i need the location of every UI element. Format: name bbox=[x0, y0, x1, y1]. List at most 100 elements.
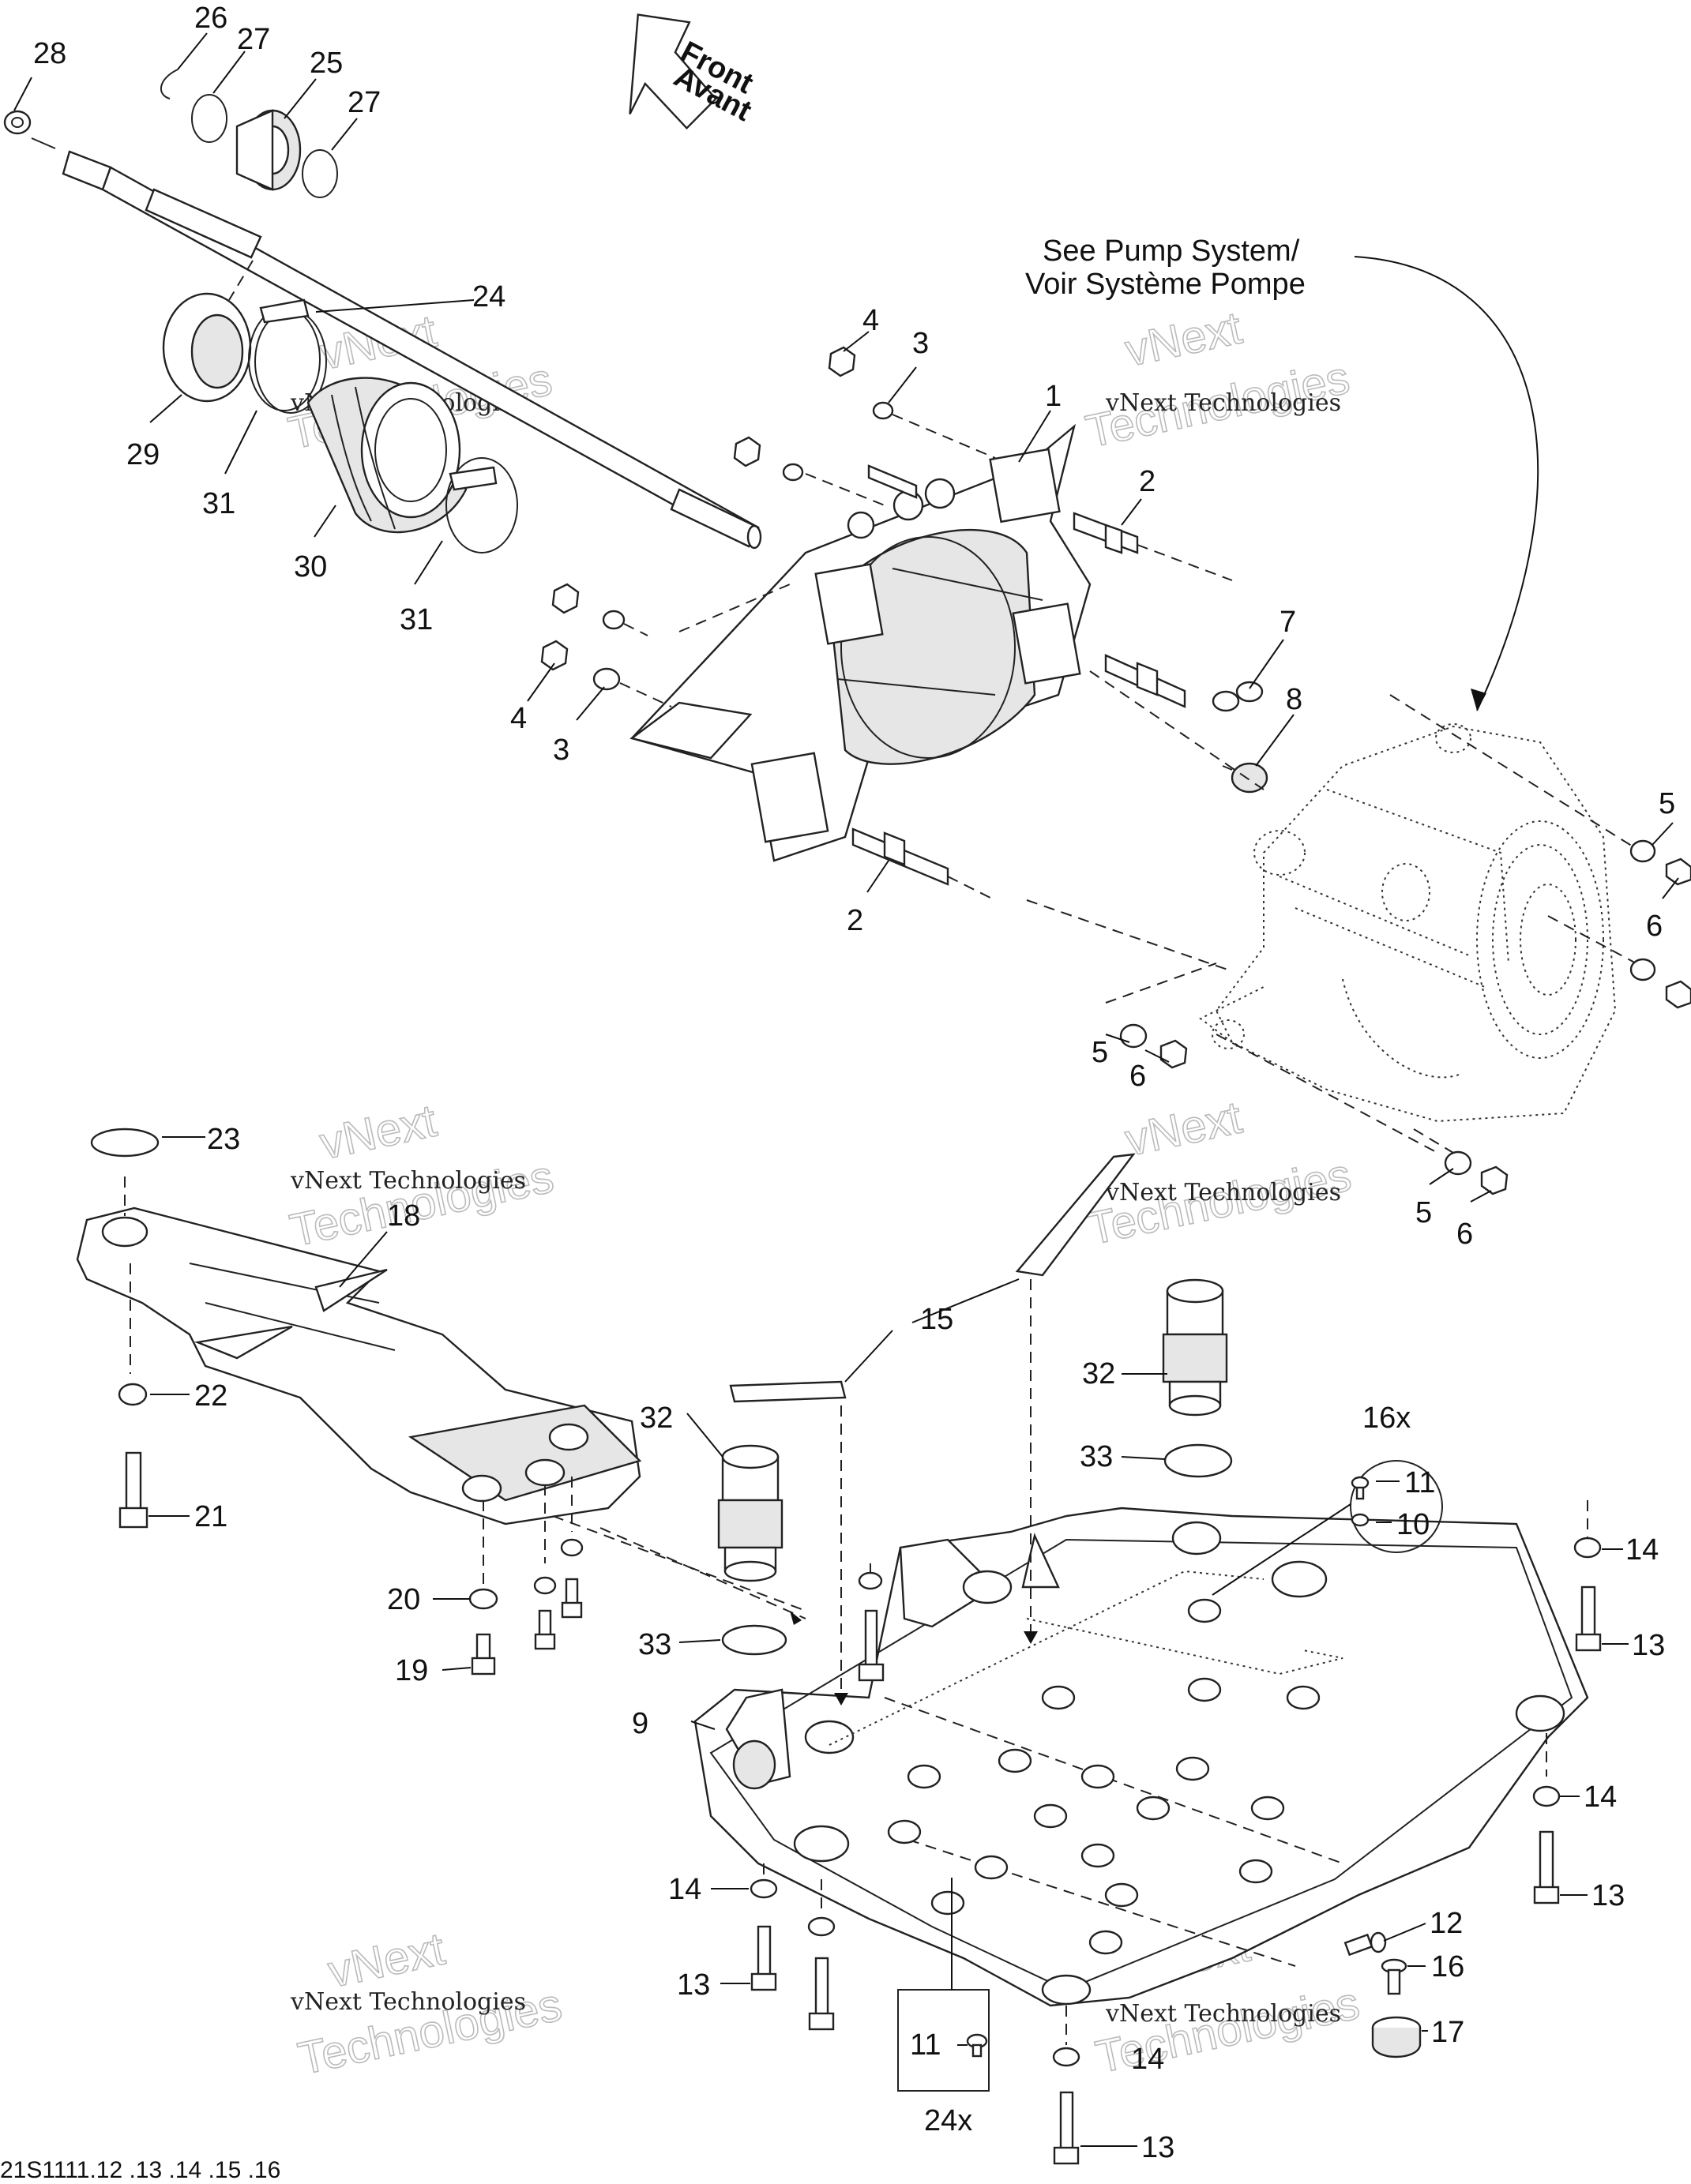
washer-7a bbox=[1212, 690, 1240, 712]
group-16x-circle bbox=[1350, 1460, 1443, 1553]
callout-32: 32 bbox=[640, 1402, 673, 1435]
callout-21: 21 bbox=[194, 1500, 227, 1533]
callout-15: 15 bbox=[920, 1303, 953, 1336]
callout-14: 14 bbox=[1131, 2043, 1164, 2076]
screw-13d bbox=[1053, 2091, 1080, 2165]
screw-11a bbox=[1351, 1476, 1370, 1500]
arrowhead bbox=[1024, 1631, 1038, 1644]
fitting-32b bbox=[1162, 1278, 1228, 1417]
washer-5a bbox=[1629, 839, 1656, 863]
nut-mid-a bbox=[733, 436, 761, 467]
nut-4b bbox=[551, 583, 580, 614]
washer-19a bbox=[533, 1576, 557, 1595]
callout-18: 18 bbox=[387, 1199, 420, 1233]
callout-10: 10 bbox=[1396, 1508, 1430, 1541]
arrowhead bbox=[790, 1611, 802, 1625]
stud-2c bbox=[1104, 654, 1186, 708]
washer-14d bbox=[1052, 2047, 1080, 2067]
watermark-caption: vNext Technologies bbox=[1105, 2000, 1341, 2028]
callout-6: 6 bbox=[1129, 1060, 1146, 1093]
screw-19b bbox=[561, 1578, 583, 1619]
front-direction-arrow: Front Avant bbox=[629, 13, 759, 130]
callout-23: 23 bbox=[207, 1123, 240, 1156]
o-ring-33a bbox=[721, 1624, 787, 1656]
callout-11: 11 bbox=[910, 2028, 941, 2062]
seal-carrier-25 bbox=[235, 109, 302, 191]
callout-17: 17 bbox=[1431, 2016, 1464, 2049]
washer-14-front bbox=[858, 1571, 883, 1590]
ride-plate-dimples bbox=[887, 1598, 1321, 1955]
nut-6c bbox=[1159, 1039, 1188, 1069]
washer-14a bbox=[1573, 1537, 1602, 1559]
pump-system-arrowhead bbox=[1471, 689, 1486, 711]
washer-5b bbox=[1629, 958, 1656, 981]
callout-19: 19 bbox=[395, 1654, 428, 1687]
callout-31: 31 bbox=[202, 487, 235, 520]
o-ring-27a bbox=[191, 94, 227, 143]
watermark-brand: vNext bbox=[1121, 1091, 1246, 1165]
decal-15b bbox=[1015, 1153, 1136, 1277]
callout-33: 33 bbox=[638, 1628, 671, 1661]
stud-2a bbox=[1073, 512, 1233, 581]
callout-14: 14 bbox=[1584, 1781, 1617, 1814]
callout-22: 22 bbox=[194, 1379, 227, 1413]
driveshaft bbox=[31, 137, 762, 550]
callout-9: 9 bbox=[632, 1707, 648, 1740]
ride-plate-support-18 bbox=[76, 1206, 642, 1525]
callout-13: 13 bbox=[1632, 1629, 1665, 1662]
callout-5: 5 bbox=[1415, 1196, 1432, 1229]
callout-4: 4 bbox=[510, 702, 527, 735]
watermark-caption: vNext Technologies bbox=[290, 1167, 526, 1195]
watermark-caption: vNext Technologies bbox=[1105, 389, 1341, 417]
callout-3: 3 bbox=[912, 327, 929, 360]
washer-mid-a bbox=[782, 463, 804, 482]
o-ring-33b bbox=[1163, 1443, 1233, 1478]
hose-clamp-31b bbox=[445, 457, 518, 554]
callout-25: 25 bbox=[310, 47, 343, 80]
rubber-boot-30 bbox=[306, 377, 468, 534]
screw-13c bbox=[750, 1925, 777, 1991]
washer-19b bbox=[560, 1538, 584, 1557]
fitting-32a bbox=[717, 1444, 783, 1582]
washer-3b bbox=[592, 667, 621, 691]
washer-20 bbox=[468, 1588, 498, 1610]
screw-13a bbox=[1575, 1585, 1602, 1652]
pump-system-reference-note: See Pump System/ Voir Système Pompe bbox=[1025, 235, 1306, 301]
group-24x-label: 24x bbox=[924, 2104, 972, 2137]
group-16x-label: 16x bbox=[1362, 1402, 1411, 1435]
washer-14c bbox=[750, 1878, 778, 1899]
nut-28 bbox=[3, 110, 32, 135]
plug-23 bbox=[90, 1128, 160, 1158]
callout-26: 26 bbox=[194, 2, 227, 35]
callout-13: 13 bbox=[1141, 2131, 1174, 2164]
nut-4a bbox=[828, 346, 856, 377]
callout-3: 3 bbox=[553, 734, 569, 767]
callout-5: 5 bbox=[1659, 787, 1675, 820]
callout-11: 11 bbox=[1404, 1466, 1435, 1499]
screw-13b bbox=[1533, 1830, 1560, 1904]
watermark-caption: vNext Technologies bbox=[1105, 1179, 1341, 1206]
callout-29: 29 bbox=[126, 438, 160, 471]
watermark-brand: vNext bbox=[1121, 302, 1246, 376]
callout-31: 31 bbox=[400, 603, 433, 636]
drawing-code: 21S1111.12 .13 .14 .15 .16 bbox=[0, 2157, 280, 2183]
screw-13-extra bbox=[808, 1957, 835, 2031]
circlip-26 bbox=[160, 69, 178, 99]
callout-6: 6 bbox=[1646, 910, 1663, 943]
callout-30: 30 bbox=[294, 550, 327, 584]
callout-16: 16 bbox=[1431, 1950, 1464, 1983]
callout-2: 2 bbox=[1139, 465, 1156, 498]
ride-plate-9 bbox=[693, 1507, 1589, 2007]
group-24x-box bbox=[897, 1878, 990, 2092]
watermark-top-right: vNext Technologies bbox=[1081, 302, 1355, 459]
callout-14: 14 bbox=[668, 1873, 701, 1906]
callout-12: 12 bbox=[1430, 1907, 1463, 1940]
callout-4: 4 bbox=[862, 304, 879, 337]
nut-4c bbox=[540, 640, 569, 671]
callout-2: 2 bbox=[847, 904, 863, 937]
arrowhead bbox=[834, 1693, 848, 1706]
nut-6d bbox=[1480, 1165, 1509, 1195]
cap-17 bbox=[1371, 2016, 1422, 2058]
o-ring-27b bbox=[302, 149, 338, 198]
